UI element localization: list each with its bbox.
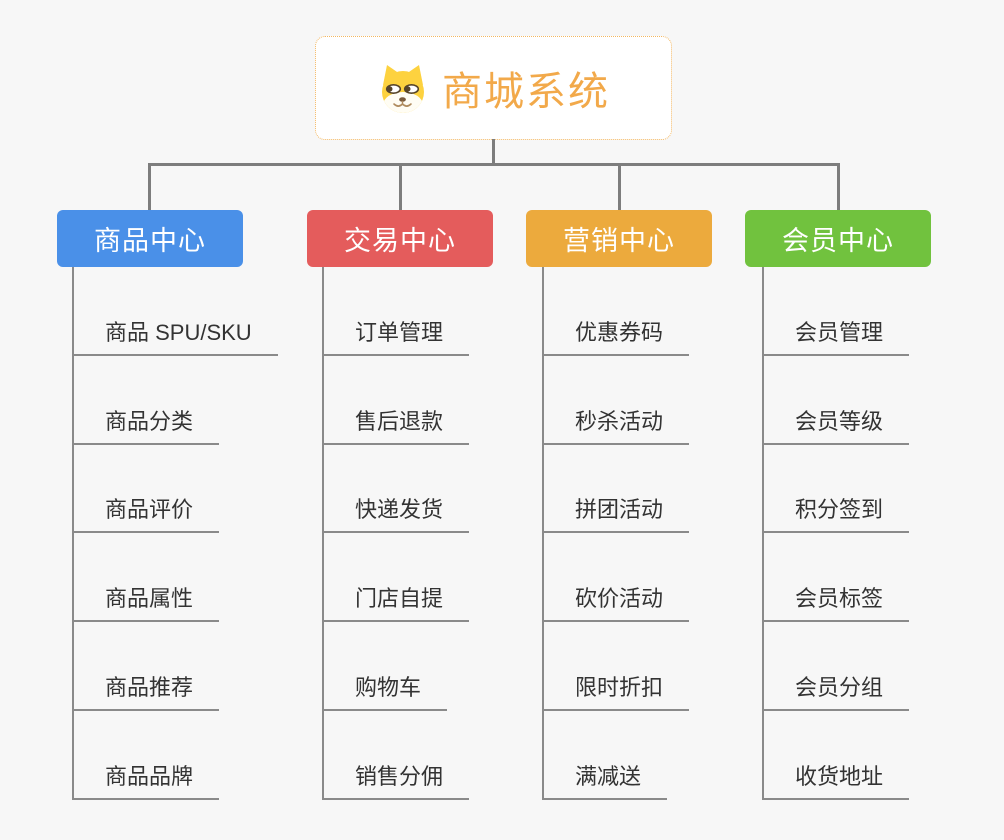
leaf-label: 优惠券码 <box>542 315 690 356</box>
branch-header-members[interactable]: 会员中心 <box>745 210 931 267</box>
connector-drop-trade <box>399 163 402 211</box>
leaf-label: 商品品牌 <box>72 759 220 800</box>
leaf-label: 商品推荐 <box>72 670 220 711</box>
branch-column-members: 会员管理 会员等级 积分签到 会员标签 会员分组 收货地址 <box>762 267 1004 800</box>
branch-column-marketing: 优惠券码 秒杀活动 拼团活动 砍价活动 限时折扣 满减送 <box>542 267 787 800</box>
branch-line <box>322 267 324 800</box>
leaf-node[interactable]: 销售分佣 <box>322 711 567 800</box>
leaf-label: 商品分类 <box>72 404 220 445</box>
leaf-label: 会员等级 <box>762 404 910 445</box>
leaf-label: 拼团活动 <box>542 492 690 534</box>
leaf-node[interactable]: 砍价活动 <box>542 533 787 623</box>
branch-column-trade: 订单管理 售后退款 快递发货 门店自提 购物车 销售分佣 <box>322 267 567 800</box>
branch-header-products[interactable]: 商品中心 <box>57 210 243 267</box>
branch-header-marketing[interactable]: 营销中心 <box>526 210 712 267</box>
leaf-node[interactable]: 限时折扣 <box>542 622 787 711</box>
leaf-label: 积分签到 <box>762 492 910 534</box>
root-title: 商城系统 <box>442 70 610 114</box>
branch-header-trade[interactable]: 交易中心 <box>307 210 493 267</box>
leaf-label: 满减送 <box>542 759 668 800</box>
leaf-node[interactable]: 购物车 <box>322 622 567 711</box>
leaf-label: 砍价活动 <box>542 581 690 623</box>
leaf-node[interactable]: 会员等级 <box>762 356 1004 445</box>
leaf-node[interactable]: 商品品牌 <box>72 711 317 800</box>
leaf-node[interactable]: 优惠券码 <box>542 267 787 356</box>
leaf-node[interactable]: 商品推荐 <box>72 622 317 711</box>
branch-line <box>72 267 74 800</box>
leaf-label: 会员标签 <box>762 581 910 623</box>
leaf-label: 会员分组 <box>762 670 910 711</box>
leaf-node[interactable]: 订单管理 <box>322 267 567 356</box>
leaf-node[interactable]: 积分签到 <box>762 445 1004 534</box>
branch-line <box>542 267 544 800</box>
root-node[interactable]: 商城系统 <box>315 36 672 140</box>
connector-drop-members <box>837 163 840 211</box>
leaf-label: 订单管理 <box>322 315 470 356</box>
leaf-node[interactable]: 商品 SPU/SKU <box>72 267 317 356</box>
branch-column-products: 商品 SPU/SKU 商品分类 商品评价 商品属性 商品推荐 商品品牌 <box>72 267 317 800</box>
leaf-node[interactable]: 快递发货 <box>322 445 567 534</box>
leaf-node[interactable]: 售后退款 <box>322 356 567 445</box>
connector-horizontal <box>148 163 840 166</box>
connector-root-drop <box>492 139 495 165</box>
leaf-label: 购物车 <box>322 670 448 711</box>
leaf-label: 商品评价 <box>72 492 220 534</box>
branch-line <box>762 267 764 800</box>
leaf-label: 售后退款 <box>322 404 470 445</box>
leaf-node[interactable]: 会员分组 <box>762 622 1004 711</box>
leaf-node[interactable]: 秒杀活动 <box>542 356 787 445</box>
leaf-label: 快递发货 <box>322 492 470 534</box>
leaf-label: 收货地址 <box>762 759 910 800</box>
leaf-label: 会员管理 <box>762 315 910 356</box>
leaf-node[interactable]: 满减送 <box>542 711 787 800</box>
leaf-node[interactable]: 收货地址 <box>762 711 1004 800</box>
leaf-node[interactable]: 商品评价 <box>72 445 317 534</box>
leaf-node[interactable]: 商品属性 <box>72 533 317 623</box>
leaf-node[interactable]: 门店自提 <box>322 533 567 623</box>
leaf-node[interactable]: 拼团活动 <box>542 445 787 534</box>
leaf-node[interactable]: 会员标签 <box>762 533 1004 623</box>
dog-face-icon <box>382 65 424 113</box>
leaf-label: 秒杀活动 <box>542 404 690 445</box>
leaf-label: 销售分佣 <box>322 759 470 800</box>
leaf-node[interactable]: 商品分类 <box>72 356 317 445</box>
leaf-label: 商品属性 <box>72 581 220 623</box>
leaf-label: 门店自提 <box>322 581 470 623</box>
connector-drop-marketing <box>618 163 621 211</box>
leaf-label: 商品 SPU/SKU <box>72 315 278 356</box>
leaf-node[interactable]: 会员管理 <box>762 267 1004 356</box>
connector-drop-products <box>148 163 151 211</box>
leaf-label: 限时折扣 <box>542 670 690 711</box>
